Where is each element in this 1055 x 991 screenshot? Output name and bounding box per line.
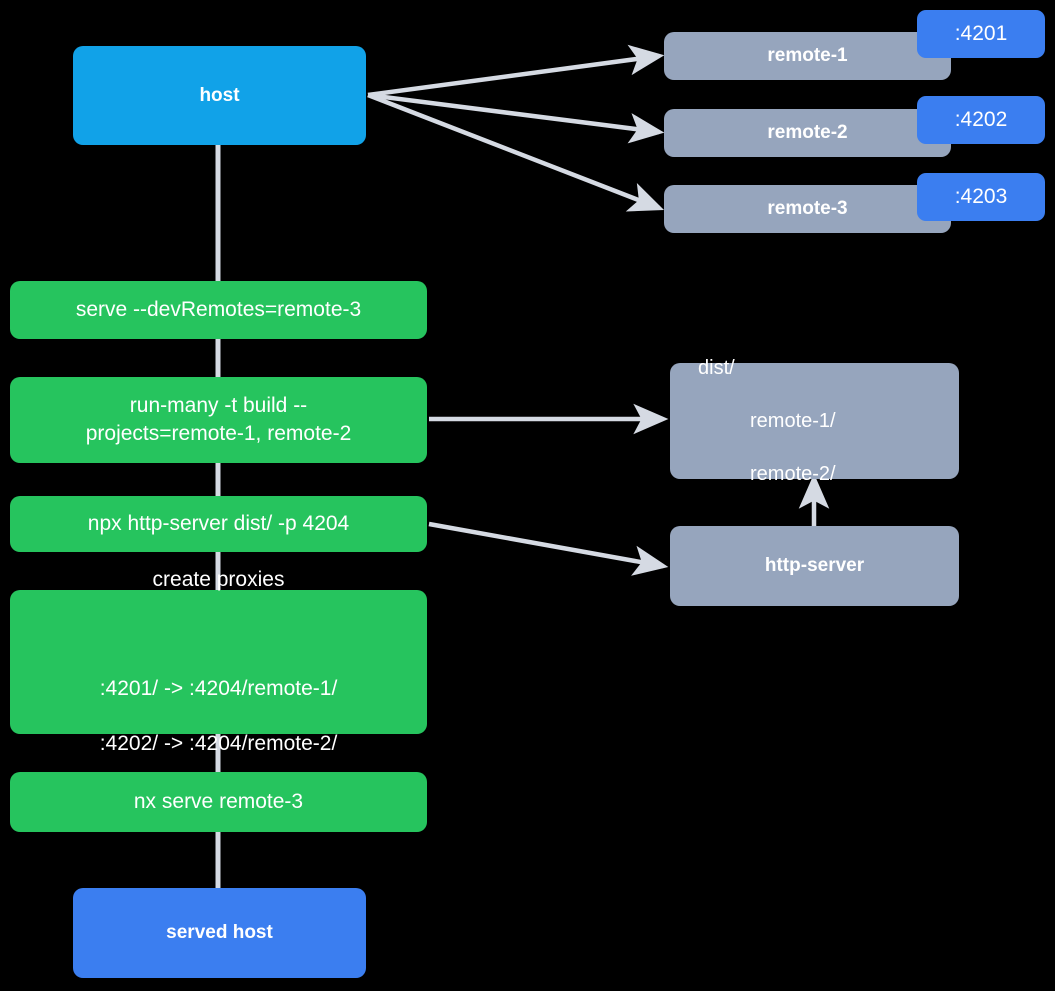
node-served-host[interactable]: served host bbox=[73, 888, 366, 978]
node-remote-1[interactable]: remote-1 bbox=[664, 32, 951, 80]
node-command-run-many-build[interactable]: run-many -t build -- projects=remote-1, … bbox=[10, 377, 427, 463]
edge-npx-to-http-server bbox=[428, 521, 669, 576]
node-command-serve-devremotes[interactable]: serve --devRemotes=remote-3 bbox=[10, 281, 427, 339]
badge-port-remote-2: :4202 bbox=[917, 96, 1045, 144]
dist-root-label: dist/ bbox=[698, 357, 735, 380]
dist-tree: dist/ remote-1/ remote-2/ bbox=[698, 329, 836, 514]
node-remote-3[interactable]: remote-3 bbox=[664, 185, 951, 233]
create-proxies-title: create proxies bbox=[152, 567, 285, 591]
badge-port-remote-1: :4201 bbox=[917, 10, 1045, 58]
node-http-server[interactable]: http-server bbox=[670, 526, 959, 606]
node-host[interactable]: host bbox=[73, 46, 366, 145]
create-proxies-spacer bbox=[100, 621, 338, 647]
node-dist-artifact[interactable]: dist/ remote-1/ remote-2/ bbox=[670, 357, 959, 485]
node-command-nx-serve-remote-3[interactable]: nx serve remote-3 bbox=[10, 772, 427, 832]
badge-port-remote-3: :4203 bbox=[917, 173, 1045, 221]
node-command-npx-http-server[interactable]: npx http-server dist/ -p 4204 bbox=[10, 496, 427, 552]
edge-host-to-remote-2 bbox=[367, 92, 665, 144]
create-proxies-mapping-2: :4202/ -> :4204/remote-2/ bbox=[99, 732, 338, 756]
node-remote-2[interactable]: remote-2 bbox=[664, 109, 951, 157]
dist-child-remote-1: remote-1/ bbox=[750, 409, 836, 432]
edge-host-to-remote-3 bbox=[367, 92, 665, 212]
create-proxies-stack: create proxies :4201/ -> :4204/remote-1/… bbox=[100, 538, 338, 786]
edge-host-to-remote-1 bbox=[367, 44, 665, 98]
create-proxies-mapping-1: :4201/ -> :4204/remote-1/ bbox=[99, 677, 338, 700]
node-create-proxies[interactable]: create proxies :4201/ -> :4204/remote-1/… bbox=[10, 568, 427, 755]
dist-child-remote-2: remote-2/ bbox=[750, 462, 836, 485]
